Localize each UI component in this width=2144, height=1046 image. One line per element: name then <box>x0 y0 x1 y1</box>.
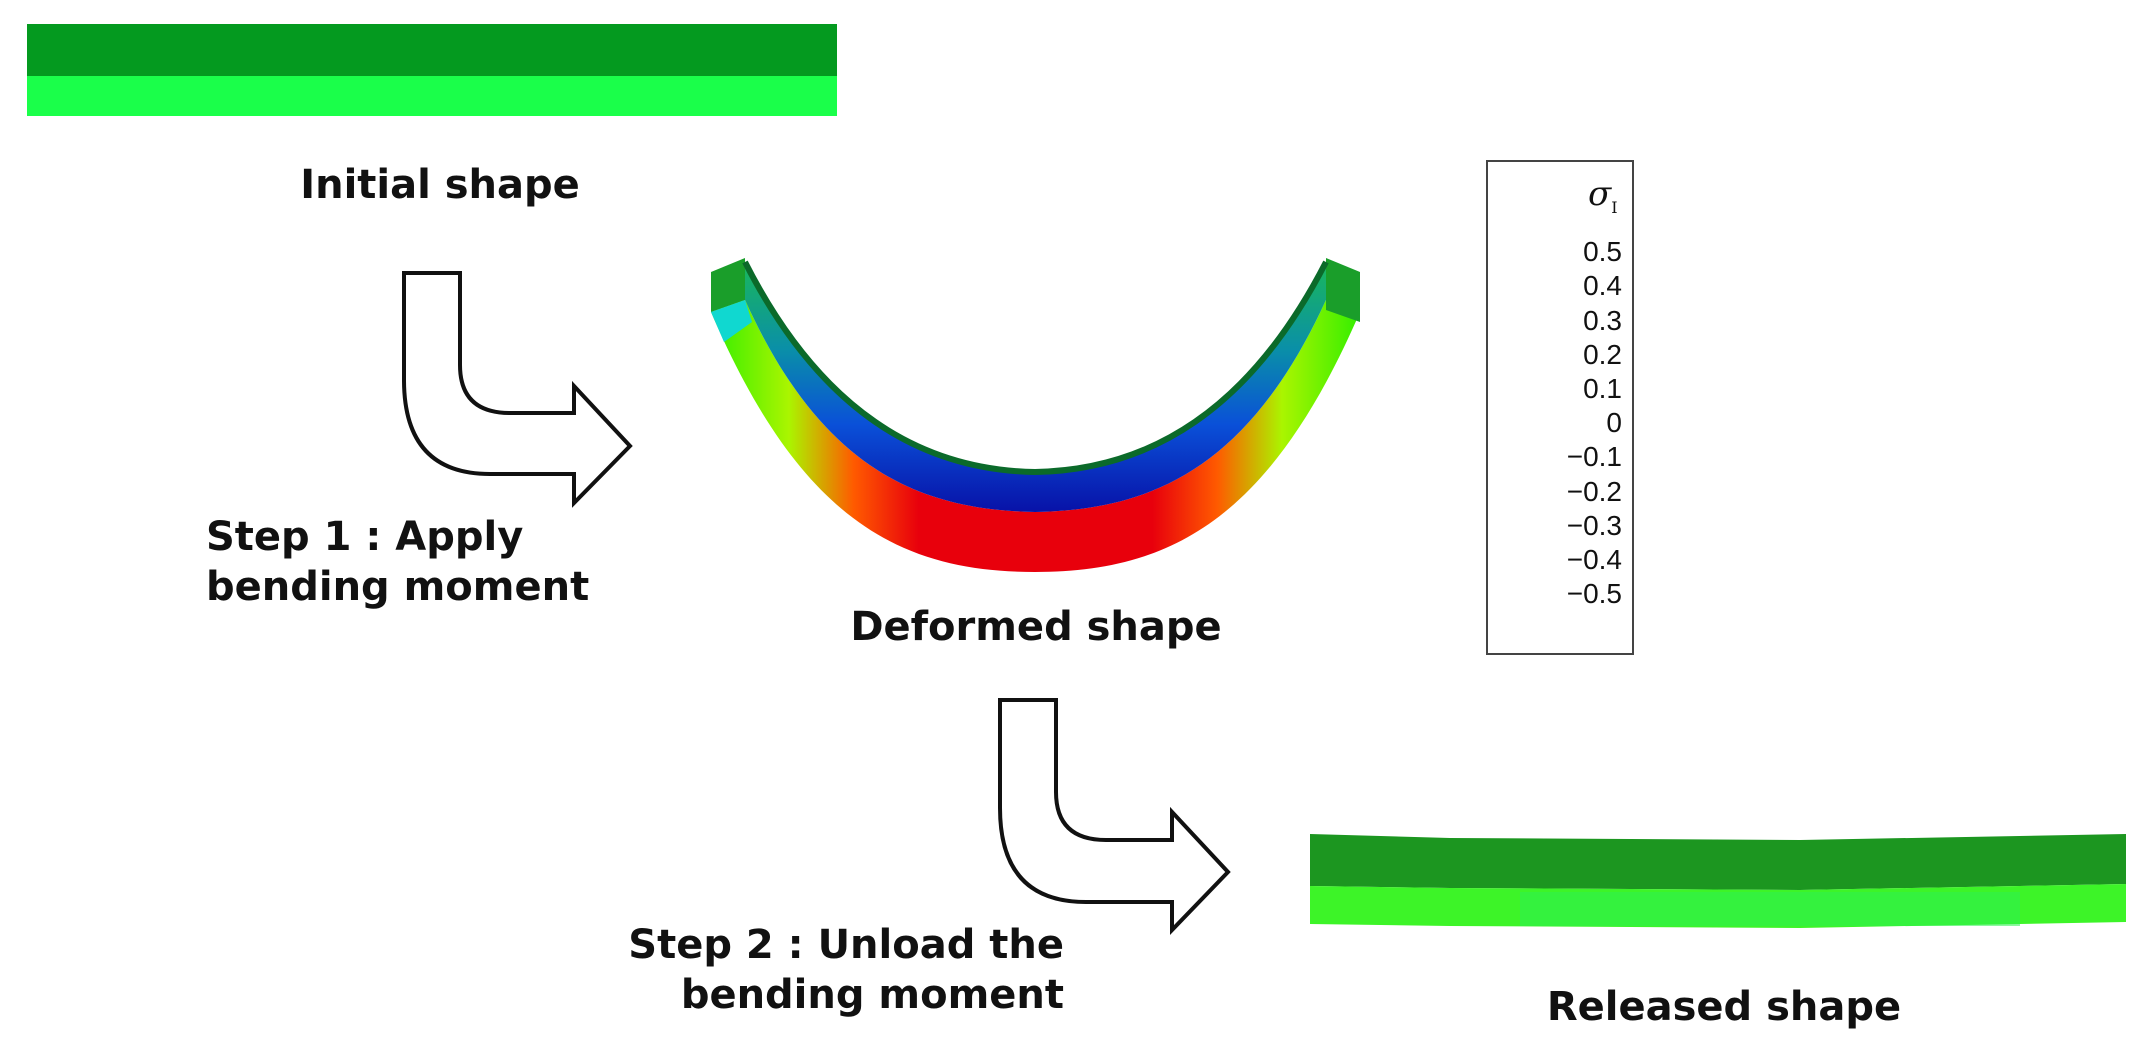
initial-shape-label: Initial shape <box>300 162 580 208</box>
step1-arrow-icon <box>402 271 633 508</box>
released-beam-band <box>1520 892 2020 926</box>
step1-label-line1: Step 1 : Apply <box>206 514 524 560</box>
step2-arrow-icon <box>998 698 1231 935</box>
legend-tick-label: 0.4 <box>1583 270 1622 302</box>
deformed-beam-inner-edge <box>742 260 1329 476</box>
legend-box <box>1486 160 1634 655</box>
legend-tick-label: 0.3 <box>1583 304 1622 336</box>
initial-beam-top <box>27 24 837 76</box>
legend-tick-label: 0.2 <box>1583 338 1622 370</box>
step1-label-line2: bending moment <box>206 564 590 610</box>
deformed-beam-outer <box>711 300 1360 572</box>
legend-symbol-text: σ <box>1588 174 1612 214</box>
deformed-beam-left-end <box>711 258 745 312</box>
deformed-beam-inner <box>745 262 1326 512</box>
legend-symbol: σI <box>1588 176 1618 226</box>
legend-tick-label: 0.5 <box>1583 236 1622 268</box>
legend-tick-label: −0.3 <box>1566 509 1622 541</box>
deformed-shape-label: Deformed shape <box>850 604 1222 650</box>
deformed-beam-left-face <box>711 300 752 342</box>
legend-tick-label: 0 <box>1606 407 1622 439</box>
legend-tick-label: −0.5 <box>1566 578 1622 610</box>
step2-label-line2: bending moment <box>680 972 1064 1018</box>
step2-label-line1: Step 2 : Unload the <box>628 922 1064 968</box>
legend-tick-label: −0.4 <box>1566 544 1622 575</box>
initial-beam-bottom <box>27 76 837 116</box>
released-beam-top <box>1310 834 2126 890</box>
legend-tick-label: −0.2 <box>1566 475 1622 507</box>
legend-tick-label: 0.1 <box>1583 373 1622 404</box>
legend-tick-label: −0.1 <box>1566 441 1622 473</box>
deformed-beam <box>711 258 1360 572</box>
deformed-beam-right-end <box>1326 258 1360 322</box>
released-shape-label: Released shape <box>1546 984 1902 1030</box>
released-beam <box>1310 834 2126 928</box>
legend-symbol-subscript: I <box>1611 197 1618 217</box>
